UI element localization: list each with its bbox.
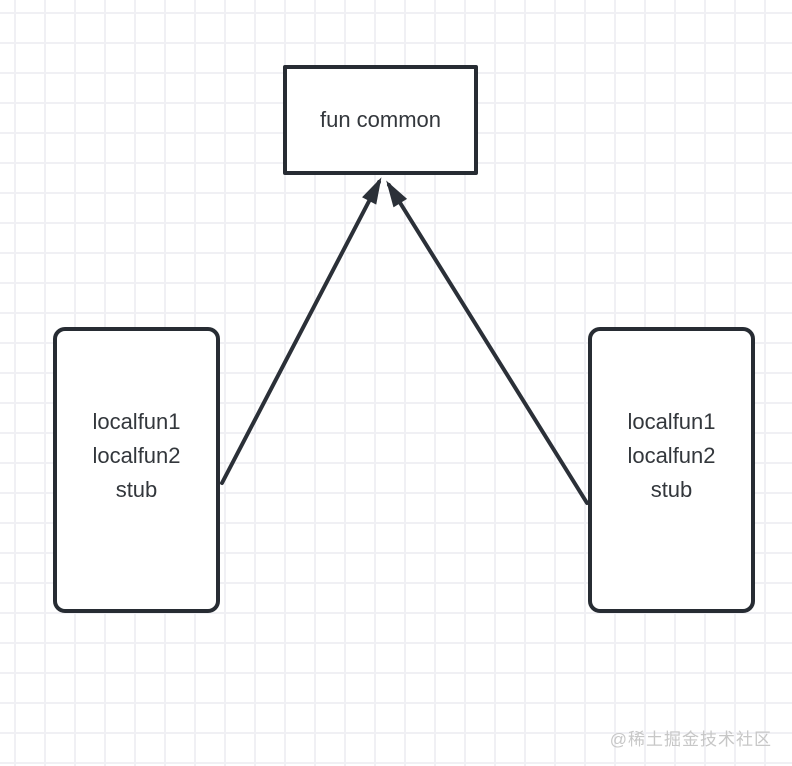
node-fun-common-label: fun common — [319, 107, 442, 132]
arrow-right-to-common — [386, 180, 589, 505]
node-fun-common: fun common — [283, 65, 478, 175]
node-right-line-3: stub — [650, 477, 693, 502]
arrow-left-to-common — [220, 177, 382, 485]
node-left-line-3: stub — [115, 477, 158, 502]
node-right-text-block: localfun1 localfun2 stub — [627, 405, 715, 507]
node-left-line-1: localfun1 — [92, 409, 181, 434]
node-left-text-block: localfun1 localfun2 stub — [92, 405, 180, 507]
node-right-line-2: localfun2 — [627, 443, 716, 468]
node-right-localfuns: localfun1 localfun2 stub — [588, 327, 755, 613]
node-left-line-2: localfun2 — [92, 443, 181, 468]
node-left-localfuns: localfun1 localfun2 stub — [53, 327, 220, 613]
watermark: @稀土掘金技术社区 — [609, 730, 772, 749]
node-right-line-1: localfun1 — [627, 409, 716, 434]
